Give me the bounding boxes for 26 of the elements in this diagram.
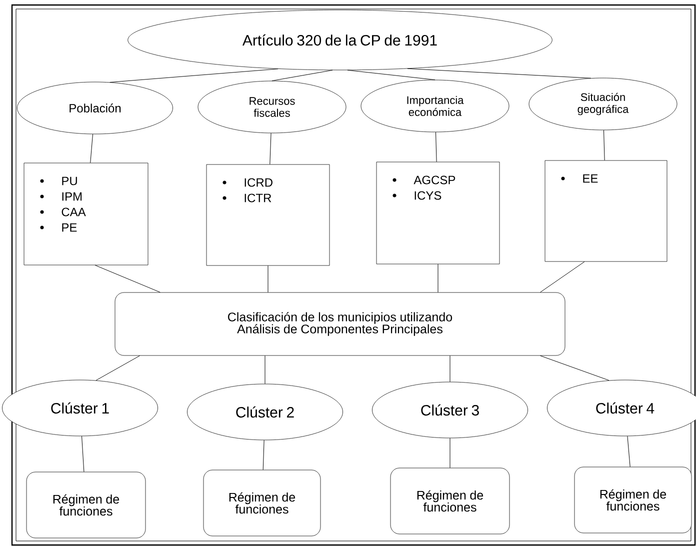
connector-line [90,134,94,164]
indicator-box: PU IPM CAA PE [24,162,148,266]
connector-line [96,355,140,381]
connector-line [627,436,630,468]
indicator-box: AGCSP ICYS [376,162,500,264]
indicator-box: ICRD ICTR [206,164,330,266]
connector-line [262,440,264,470]
connector-line [540,355,610,381]
connector-line [82,436,84,472]
connector-line [110,68,278,83]
connector-line [407,68,592,78]
node-label: Clúster 4 [596,402,654,414]
connector-line [347,70,436,80]
result-box: Régimen de funciones [203,470,321,536]
result-box: Régimen de funciones [390,468,510,534]
connector-line [264,355,266,384]
connector-line [94,264,160,293]
connector-line [540,261,585,293]
indicator-box: EE [544,160,668,262]
connector-line [603,130,605,161]
result-box: Régimen de funciones [574,466,692,534]
result-box: Régimen de funciones [26,472,146,538]
connector-line [436,132,437,162]
connector-line [270,132,272,165]
process-box: Clasificación de los municipios utilizando Análisis de Componentes Principales [114,292,566,356]
connector-line [272,70,333,82]
